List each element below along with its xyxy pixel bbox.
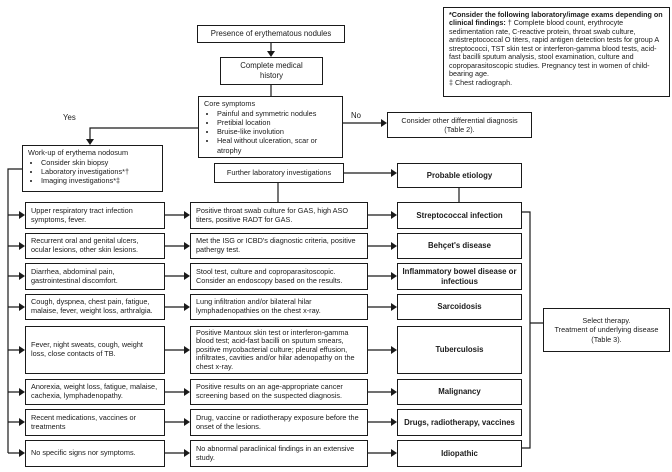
differential-diagnosis-box: Consider other differential diagnosis (T… [387, 112, 532, 138]
workup-item: Consider skin biopsy [41, 158, 157, 167]
workup-item: Laboratory investigations*† [41, 167, 157, 176]
core-symptom-item: Painful and symmetric nodules [217, 109, 337, 118]
etiology-box: Drugs, radiotherapy, vaccines [397, 409, 522, 436]
footnote-chest-radiograph: ‡ Chest radiograph. [449, 77, 513, 87]
workup-item: Imaging investigations*‡ [41, 176, 157, 185]
etiology-box: Sarcoidosis [397, 294, 522, 320]
workup-title: Work-up of erythema nodosum [28, 148, 129, 157]
etiology-box: Tuberculosis [397, 326, 522, 374]
etiology-box: Inflammatory bowel disease or infectious [397, 263, 522, 290]
presence-of-nodules-box: Presence of erythematous nodules [197, 25, 345, 43]
core-symptoms-box: Core symptoms Painful and symmetric nodu… [198, 96, 343, 158]
finding-box: Positive results on an age-appropriate c… [190, 379, 368, 405]
etiology-box: Malignancy [397, 379, 522, 405]
finding-box: Met the ISG or ICBD's diagnostic criteri… [190, 233, 368, 259]
core-symptom-item: Heal without ulceration, scar or atrophy [217, 136, 337, 154]
select-therapy-box: Select therapy. Treatment of underlying … [543, 308, 670, 352]
finding-box: Lung infiltration and/or bilateral hilar… [190, 294, 368, 320]
finding-box: No abnormal paraclinical findings in an … [190, 440, 368, 467]
therapy-line: Treatment of underlying disease [554, 325, 659, 335]
symptom-box: Recent medications, vaccines or treatmen… [25, 409, 165, 436]
therapy-line: Select therapy. [582, 316, 631, 326]
symptom-box: Fever, night sweats, cough, weight loss,… [25, 326, 165, 374]
finding-box: Positive Mantoux skin test or interferon… [190, 326, 368, 374]
etiology-box: Behçet's disease [397, 233, 522, 259]
footnote-body: † Complete blood count, erythrocyte sedi… [449, 18, 659, 79]
etiology-box: Streptococcal infection [397, 202, 522, 229]
symptom-box: Anorexia, weight loss, fatigue, malaise,… [25, 379, 165, 405]
etiology-box: Idiopathic [397, 440, 522, 467]
finding-box: Positive throat swab culture for GAS, hi… [190, 202, 368, 229]
symptom-box: Cough, dyspnea, chest pain, fatigue, mal… [25, 294, 165, 320]
further-investigations-box: Further laboratory investigations [214, 163, 344, 183]
core-symptom-item: Pretibial location [217, 118, 337, 127]
symptom-box: Upper respiratory tract infection sympto… [25, 202, 165, 229]
footnote-heading: *Consider the following laboratory/image… [449, 10, 663, 28]
workup-box: Work-up of erythema nodosum Consider ski… [22, 145, 163, 192]
symptom-box: Diarrhea, abdominal pain, gastrointestin… [25, 263, 165, 290]
core-symptom-item: Bruise-like involution [217, 127, 337, 136]
symptom-box: No specific signs nor symptoms. [25, 440, 165, 467]
symptom-box: Recurrent oral and genital ulcers, ocula… [25, 233, 165, 259]
yes-branch-label: Yes [63, 113, 76, 122]
core-symptoms-list: Painful and symmetric nodules Pretibial … [204, 109, 337, 155]
finding-box: Drug, vaccine or radiotherapy exposure b… [190, 409, 368, 436]
workup-list: Consider skin biopsy Laboratory investig… [28, 158, 157, 185]
core-symptoms-title: Core symptoms [204, 99, 256, 108]
finding-box: Stool test, culture and coproparasitosco… [190, 263, 368, 290]
footnote-box: *Consider the following laboratory/image… [443, 7, 670, 97]
probable-etiology-box: Probable etiology [397, 163, 522, 188]
medical-history-box: Complete medical history [220, 57, 323, 85]
no-branch-label: No [351, 111, 361, 120]
therapy-line: (Table 3). [591, 334, 622, 344]
